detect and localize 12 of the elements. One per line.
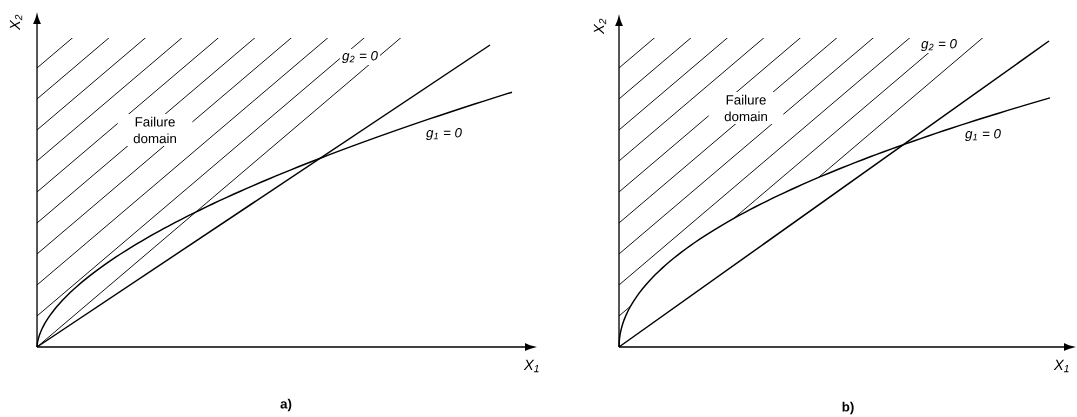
panel-label: b) [842,401,854,415]
axis-label: X$_{2}$ [593,18,607,35]
axis-label: X$_{1}$ [523,359,539,373]
axis-label: X$_{1}$ [1053,359,1069,373]
axis-label: X$_{2}$ [9,14,23,31]
region-label: Failure domain [117,114,193,146]
panel-label: a) [280,398,292,412]
curve-label: g$_{1}$ = 0 [424,125,464,143]
curve-label: g$_{2}$ = 0 [919,36,959,54]
curve-label: g$_{2}$ = 0 [340,48,380,66]
region-label: Failure domain [708,92,784,124]
curve-label: g$_{1}$ = 0 [963,126,1003,144]
